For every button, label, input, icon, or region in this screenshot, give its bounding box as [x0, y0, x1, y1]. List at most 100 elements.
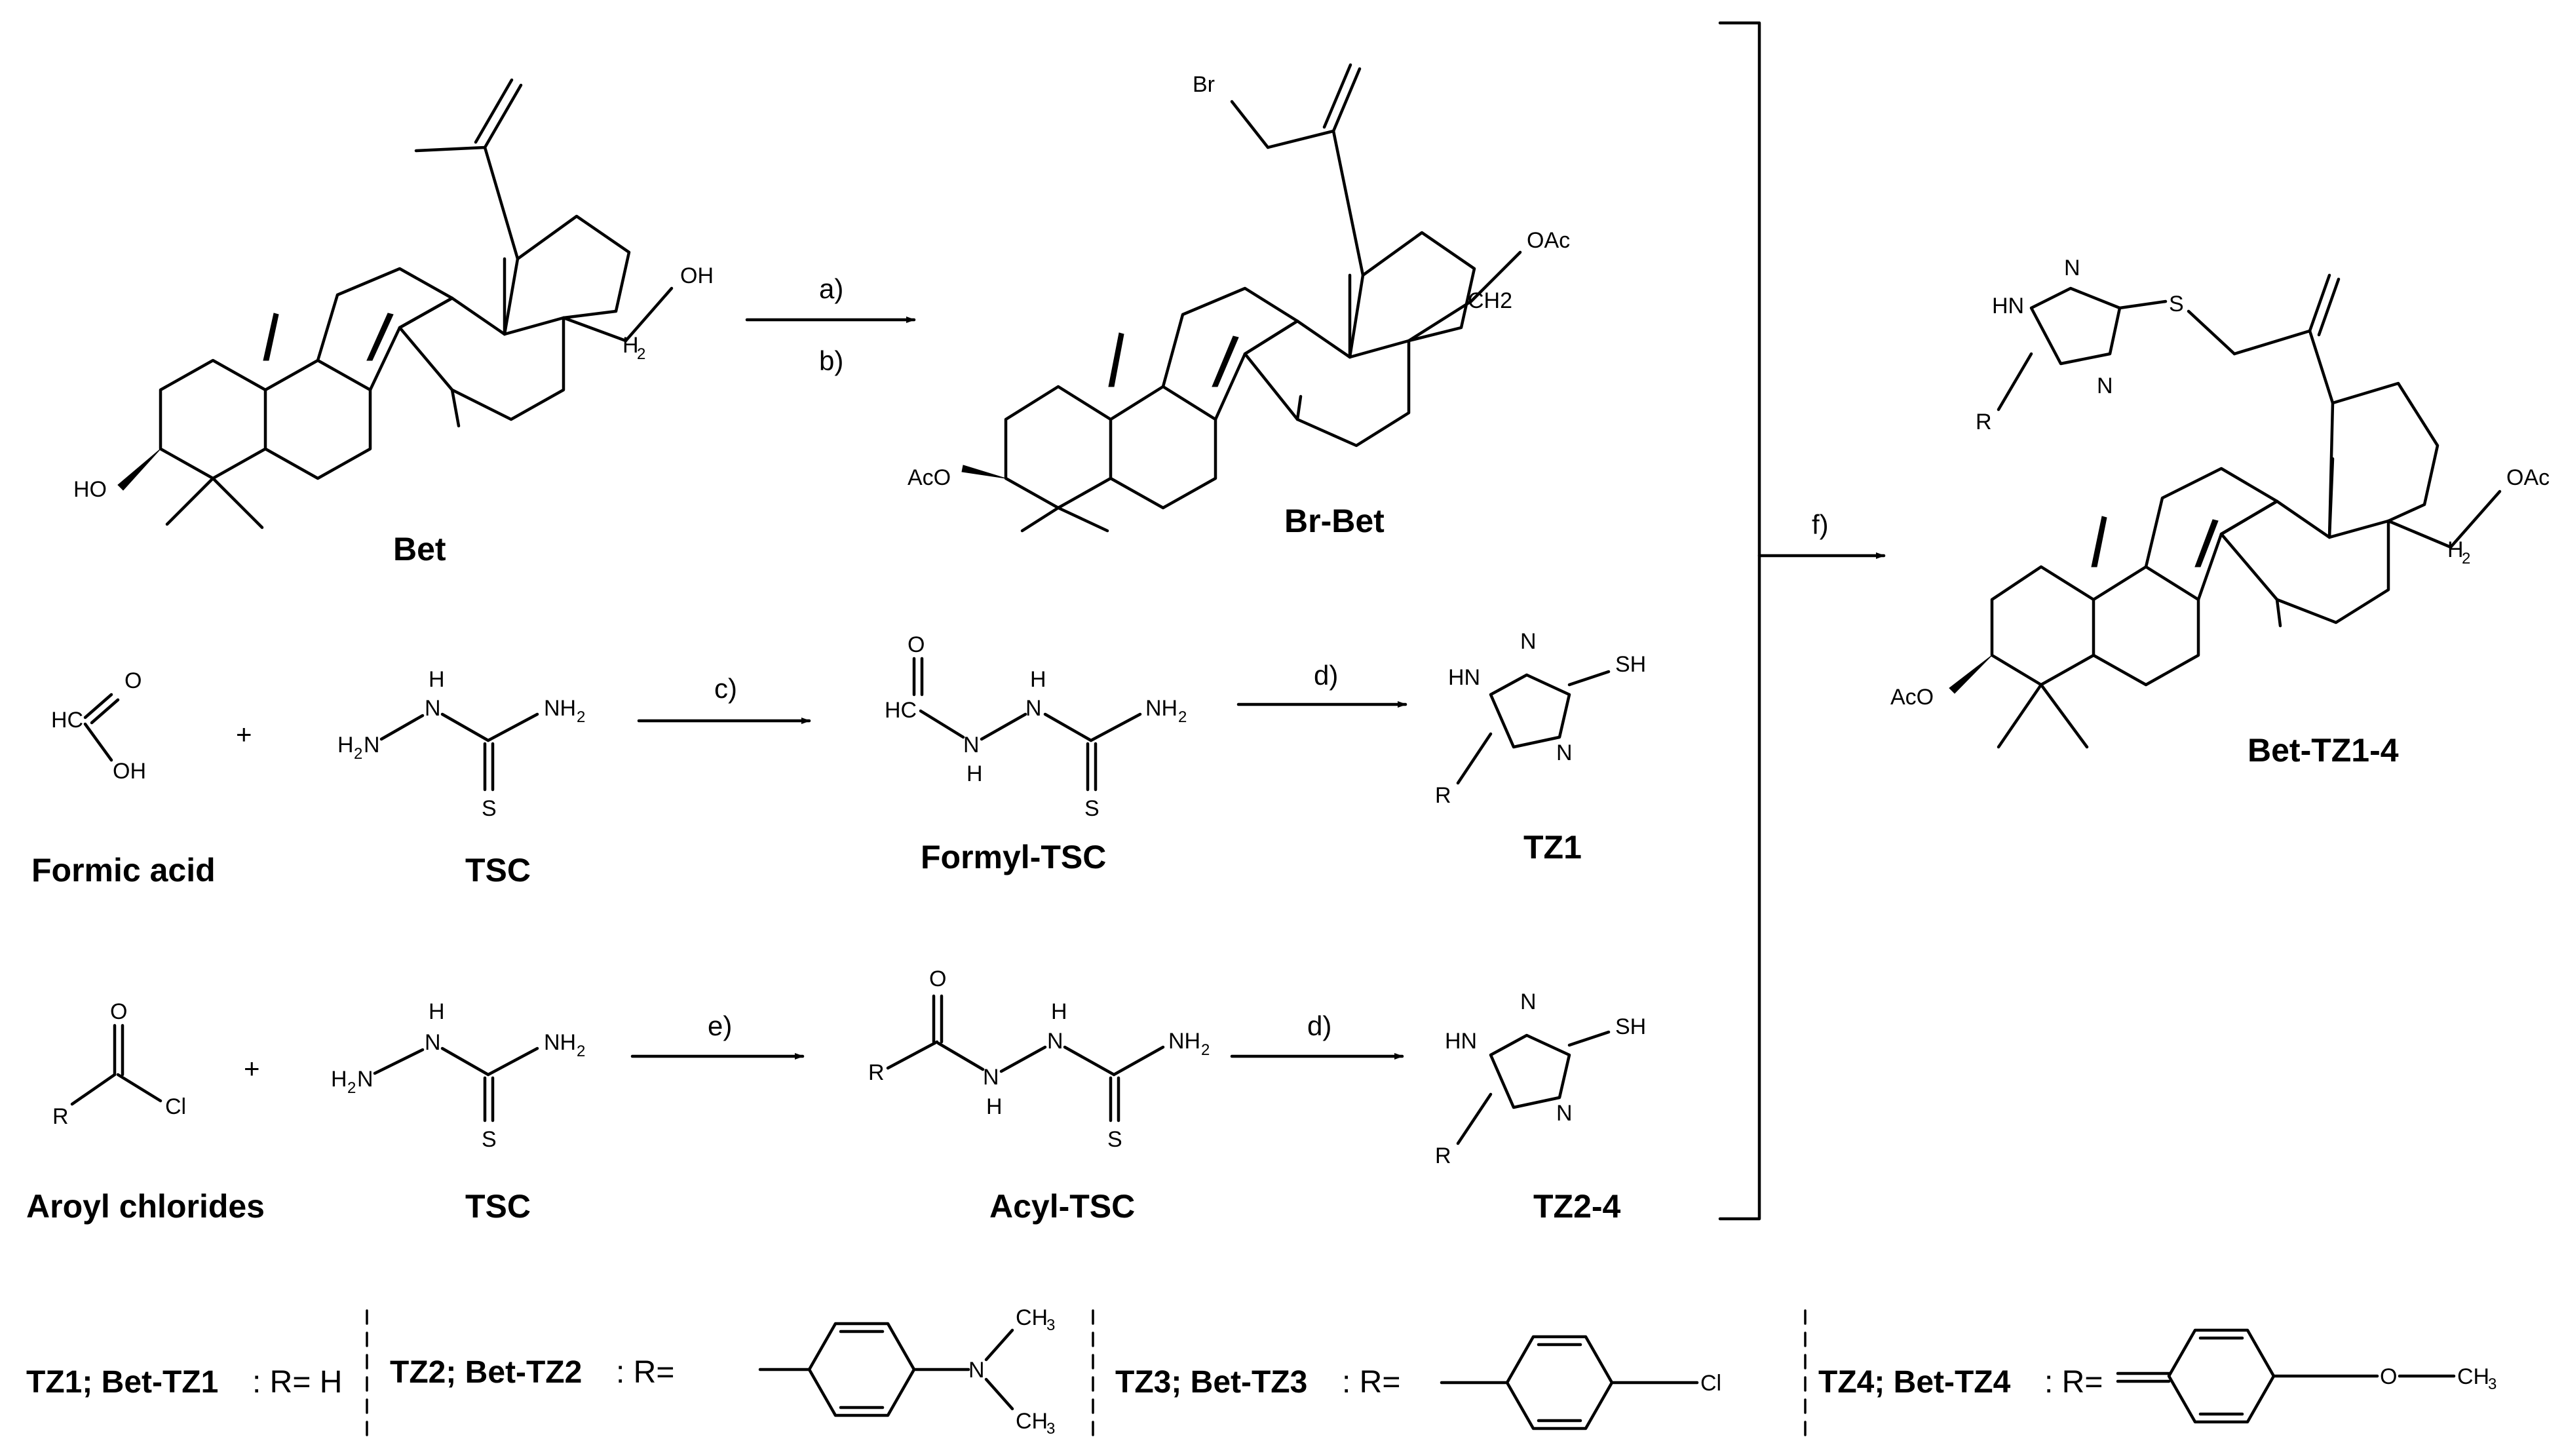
plus-sign-2: + [244, 1053, 260, 1084]
tsc-structure-1: H 2 N N H NH 2 S TSC [337, 667, 585, 889]
br-bet-structure: Br OAc CH2 AcO Br-Bet [908, 63, 1570, 539]
br-bet-aco-label: AcO [908, 465, 951, 490]
arrow-e: e) [630, 1010, 805, 1060]
svg-text:N: N [2064, 256, 2080, 280]
svg-text:O: O [124, 668, 142, 693]
condition-f: f) [1812, 509, 1829, 540]
svg-text:2: 2 [577, 1043, 585, 1060]
legend-tz3: TZ3; Bet-TZ3 [1115, 1365, 1307, 1400]
svg-text:Cl: Cl [1700, 1371, 1721, 1396]
svg-text:O: O [908, 632, 925, 657]
tz1-structure: HN N N SH R TZ1 [1435, 629, 1646, 866]
bet-tz-oac-label: OAc [2506, 465, 2550, 490]
svg-text:H: H [429, 667, 445, 692]
svg-text:2: 2 [354, 745, 362, 763]
bet-structure: HO OH H 2 Bet [73, 78, 714, 567]
svg-text:N: N [1520, 629, 1537, 654]
svg-text:HN: HN [1448, 665, 1480, 690]
svg-text:Cl: Cl [165, 1094, 186, 1119]
arrow-ab: a) b) [745, 273, 916, 376]
svg-text:O: O [929, 967, 946, 991]
svg-text:N: N [1520, 989, 1537, 1014]
svg-text:N: N [1556, 740, 1573, 765]
svg-text:HN: HN [1445, 1029, 1477, 1054]
svg-text:2: 2 [637, 345, 645, 363]
formic-acid-label: Formic acid [31, 852, 216, 889]
svg-text:OH: OH [113, 759, 146, 784]
svg-text:O: O [110, 999, 127, 1024]
br-label: Br [1193, 72, 1215, 97]
legend-tz4: TZ4; Bet-TZ4 [1818, 1365, 2011, 1400]
svg-text:SH: SH [1615, 652, 1646, 677]
svg-text:CH: CH [1016, 1409, 1048, 1434]
svg-text:NH: NH [544, 696, 576, 721]
condition-c: c) [714, 673, 737, 704]
plus-sign-1: + [236, 719, 252, 750]
arrow-d-1: d) [1236, 660, 1407, 708]
svg-text:H: H [337, 733, 354, 757]
svg-text:3: 3 [2488, 1375, 2497, 1393]
legend-tz1: TZ1; Bet-TZ1 [26, 1365, 218, 1400]
tsc-structure-2: H 2 N N H NH 2 S TSC [331, 999, 585, 1225]
svg-text:H: H [331, 1067, 347, 1092]
svg-text:2: 2 [577, 708, 585, 726]
svg-text:N: N [968, 1358, 985, 1383]
svg-text:N: N [425, 696, 441, 721]
svg-text:2: 2 [2462, 550, 2470, 567]
arrow-c: c) [637, 673, 811, 724]
formyl-tsc-structure: O HC N H N H NH 2 S Formyl-TSC [885, 632, 1187, 875]
hc-label: HC [51, 708, 83, 733]
svg-text:H: H [986, 1094, 1003, 1119]
svg-text:N: N [1556, 1101, 1573, 1126]
svg-text:R: R [52, 1104, 69, 1129]
svg-text:H: H [1051, 999, 1067, 1024]
aroyl-chlorides-label: Aroyl chlorides [26, 1188, 265, 1225]
svg-text:N: N [983, 1065, 999, 1090]
svg-text:NH: NH [1168, 1029, 1200, 1054]
svg-text:H: H [2447, 537, 2464, 562]
br-bet-label: Br-Bet [1284, 503, 1385, 539]
svg-text:R: R [1976, 410, 1992, 434]
svg-text:CH: CH [1016, 1305, 1048, 1330]
acyl-tsc-structure: R O N H N H NH 2 S Acyl-TSC [868, 967, 1210, 1225]
svg-text:O: O [2380, 1364, 2397, 1389]
formic-acid-structure: HC O OH Formic acid [31, 668, 216, 889]
svg-text:S: S [482, 1127, 497, 1152]
svg-text:S: S [2169, 292, 2184, 316]
legend: TZ1; Bet-TZ1 : R= H TZ2; Bet-TZ2 : R= N … [26, 1305, 2497, 1438]
bet-tz-aco-label: AcO [1890, 685, 1934, 710]
svg-text:: R=: : R= [2044, 1365, 2103, 1400]
svg-text:N: N [1047, 1029, 1063, 1054]
bet-ho-label: HO [73, 477, 107, 502]
svg-text:N: N [364, 733, 380, 757]
br-bet-ch2-label: CH2 [1468, 288, 1512, 313]
tz1-label: TZ1 [1523, 829, 1582, 866]
acyl-tsc-label: Acyl-TSC [989, 1188, 1135, 1225]
svg-text:H: H [429, 999, 445, 1024]
svg-text:3: 3 [1046, 1420, 1055, 1438]
svg-text:NH: NH [544, 1030, 576, 1055]
legend-tz2: TZ2; Bet-TZ2 [390, 1355, 582, 1390]
svg-text:N: N [2097, 374, 2113, 398]
bet-oh-label: OH [680, 263, 714, 288]
bet-tz-structure: HN N N R S OAc H 2 AcO Bet-TZ1-4 [1890, 256, 2550, 769]
svg-text:2: 2 [1201, 1041, 1210, 1059]
condition-a: a) [819, 273, 843, 304]
svg-text:HN: HN [1992, 294, 2024, 318]
svg-text:R: R [1435, 1143, 1451, 1168]
svg-text:R: R [1435, 783, 1451, 808]
svg-text:: R=: : R= [1342, 1365, 1400, 1400]
svg-text:S: S [1107, 1127, 1122, 1152]
svg-text:N: N [425, 1030, 441, 1055]
svg-text:: R= H: : R= H [252, 1365, 342, 1400]
svg-text:2: 2 [1178, 708, 1187, 726]
condition-d-1: d) [1314, 660, 1338, 691]
svg-text:SH: SH [1615, 1014, 1646, 1039]
svg-text:S: S [482, 796, 497, 821]
bracket [1718, 21, 1761, 1221]
svg-text:N: N [357, 1067, 373, 1092]
svg-text:CH: CH [2457, 1364, 2489, 1389]
svg-text:S: S [1084, 796, 1100, 821]
svg-text:N: N [963, 733, 980, 757]
